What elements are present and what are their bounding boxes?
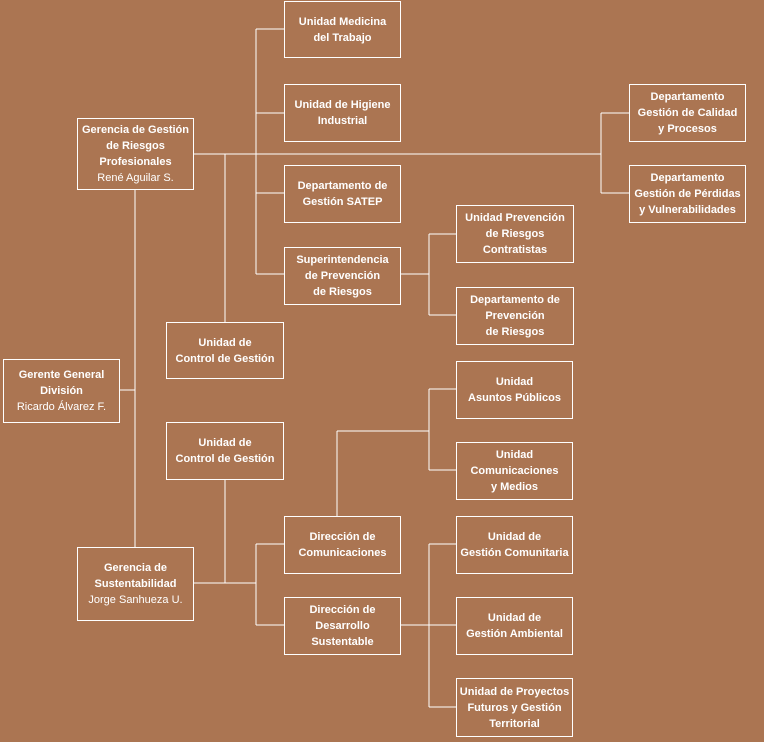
node-title-line: Profesionales [99, 156, 172, 168]
node-title-line: Unidad Prevención [465, 212, 565, 224]
node-title-line: Unidad de Higiene [294, 99, 391, 111]
node-title-line: del Trabajo [313, 31, 372, 44]
node-title-line: Departamento [650, 172, 725, 184]
node-title-line: Gestión Ambiental [466, 628, 563, 640]
node-title-line: de Riesgos [485, 326, 545, 338]
node-title-line: Comunicaciones [470, 465, 559, 477]
node-person: René Aguilar S. [97, 172, 174, 184]
node-control-gestion-sustentabilidad: Unidad de Control de Gestión [166, 422, 284, 480]
node-title-line: División [40, 385, 83, 397]
node-title-line: Territorial [489, 717, 540, 730]
node-title-line: y Medios [490, 481, 539, 493]
node-unidad-medicina: Unidad Medicina del Trabajo [284, 1, 401, 58]
node-title-line: Gestión SATEP [302, 196, 383, 208]
node-person: Jorge Sanhueza U. [88, 594, 183, 606]
node-unidad-higiene: Unidad de Higiene Industrial [284, 84, 401, 142]
node-person: Ricardo Álvarez F. [16, 401, 107, 413]
node-title-line: Asuntos Públicos [468, 392, 561, 404]
node-title-line: Unidad Medicina [298, 15, 387, 28]
node-gerencia-riesgos: Gerencia de Gestión de Riesgos Profesion… [77, 118, 194, 190]
node-depto-satep: Departamento de Gestión SATEP [284, 165, 401, 223]
node-title-line: y Procesos [658, 123, 717, 135]
node-title-line: Unidad de [198, 336, 252, 349]
node-title-line: Dirección de [309, 531, 376, 543]
node-title-line: de Riesgos [313, 286, 372, 298]
node-title-line: Futuros y Gestión [467, 701, 562, 714]
node-title-line: Unidad de [198, 437, 252, 449]
node-title-line: Superintendencia [296, 254, 389, 266]
node-title-line: Dirección de [309, 604, 376, 616]
node-direccion-comunicaciones: Dirección de Comunicaciones [284, 516, 401, 574]
node-title-line: Gestión de Calidad [637, 107, 738, 119]
node-superintendencia-prevencion: Superintendencia de Prevención de Riesgo… [284, 247, 401, 305]
node-title-line: Comunicaciones [298, 547, 387, 559]
node-title-line: Unidad de [487, 531, 542, 543]
node-title-line: Prevención [485, 310, 545, 322]
node-title-line: Departamento de [297, 180, 388, 192]
node-unidad-proyectos-futuros: Unidad de Proyectos Futuros y Gestión Te… [456, 678, 573, 737]
node-title-line: de Riesgos [485, 228, 545, 240]
node-title-line: Departamento de [470, 294, 560, 306]
node-gerencia-sustentabilidad: Gerencia de Sustentabilidad Jorge Sanhue… [77, 547, 194, 621]
node-title-line: Unidad [495, 449, 534, 461]
node-title-line: de Prevención [304, 270, 381, 282]
node-title-line: Gerencia de [104, 562, 167, 574]
node-title-line: Unidad [495, 376, 534, 388]
node-title-line: Control de Gestión [175, 453, 275, 465]
node-title-line: y Vulnerabilidades [639, 204, 736, 216]
node-unidad-gestion-ambiental: Unidad de Gestión Ambiental [456, 597, 573, 655]
node-depto-prevencion-riesgos: Departamento de Prevención de Riesgos [456, 287, 574, 345]
node-title-line: Desarrollo [315, 620, 370, 632]
node-title-line: Departamento [650, 91, 725, 103]
node-unidad-gestion-comunitaria: Unidad de Gestión Comunitaria [456, 516, 573, 574]
node-title-line: Sustentable [311, 636, 374, 648]
node-title-line: de Riesgos [106, 140, 165, 152]
node-title-line: Gerente General [18, 369, 105, 381]
node-title-line: Gestión Comunitaria [460, 547, 569, 559]
node-unidad-prevencion-contratistas: Unidad Prevención de Riesgos Contratista… [456, 205, 574, 263]
node-direccion-desarrollo: Dirección de Desarrollo Sustentable [284, 597, 401, 655]
node-title-line: Unidad de Proyectos [459, 685, 570, 698]
node-title-line: Gestión de Pérdidas [634, 188, 741, 200]
node-title-line: Unidad de [487, 612, 542, 624]
node-title-line: Sustentabilidad [94, 578, 177, 590]
node-control-gestion-riesgos: Unidad de Control de Gestión [166, 322, 284, 379]
node-gerente-general: Gerente General División Ricardo Álvarez… [3, 359, 120, 423]
node-title-line: Gerencia de Gestión [82, 124, 189, 136]
node-title-line: Control de Gestión [175, 352, 275, 365]
node-depto-calidad: Departamento Gestión de Calidad y Proces… [629, 84, 746, 142]
node-unidad-asuntos-publicos: Unidad Asuntos Públicos [456, 361, 573, 419]
node-title-line: Contratistas [482, 244, 548, 256]
node-unidad-comunicaciones-medios: Unidad Comunicaciones y Medios [456, 442, 573, 500]
node-depto-perdidas: Departamento Gestión de Pérdidas y Vulne… [629, 165, 746, 223]
node-title-line: Industrial [317, 115, 368, 127]
